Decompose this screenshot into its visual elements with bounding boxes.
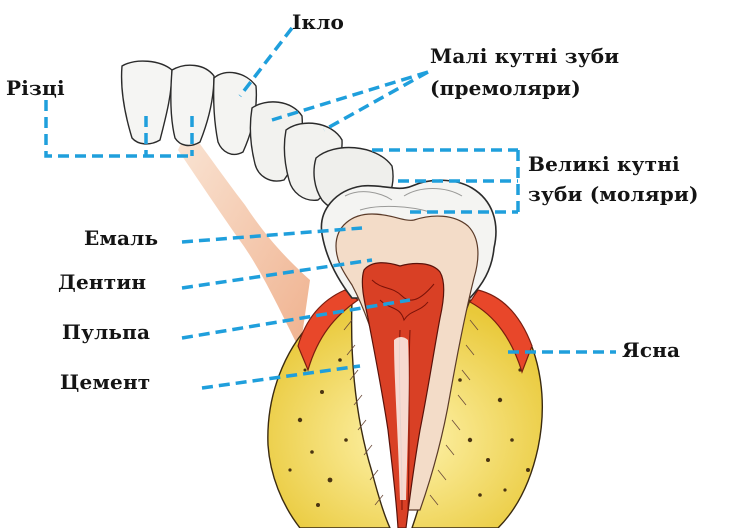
label-yasna: Ясна [622, 338, 680, 363]
label-rizci: Різці [6, 76, 65, 101]
label-emal: Емаль [84, 226, 158, 251]
leader-rizci [46, 100, 192, 156]
label-pulpa: Пульпа [62, 320, 150, 345]
incisor-teeth [122, 61, 214, 145]
label-cement: Цемент [60, 370, 150, 395]
label-premolars-line1: Малі кутні зуби [430, 44, 619, 69]
label-iklo: Ікло [292, 10, 344, 35]
leader-iklo [240, 28, 292, 96]
label-premolars-line2: (премоляри) [430, 76, 581, 101]
label-molars-line1: Великі кутні [528, 152, 680, 177]
label-dentyn: Дентин [58, 270, 146, 295]
label-molars-line2: зуби (моляри) [528, 182, 699, 207]
